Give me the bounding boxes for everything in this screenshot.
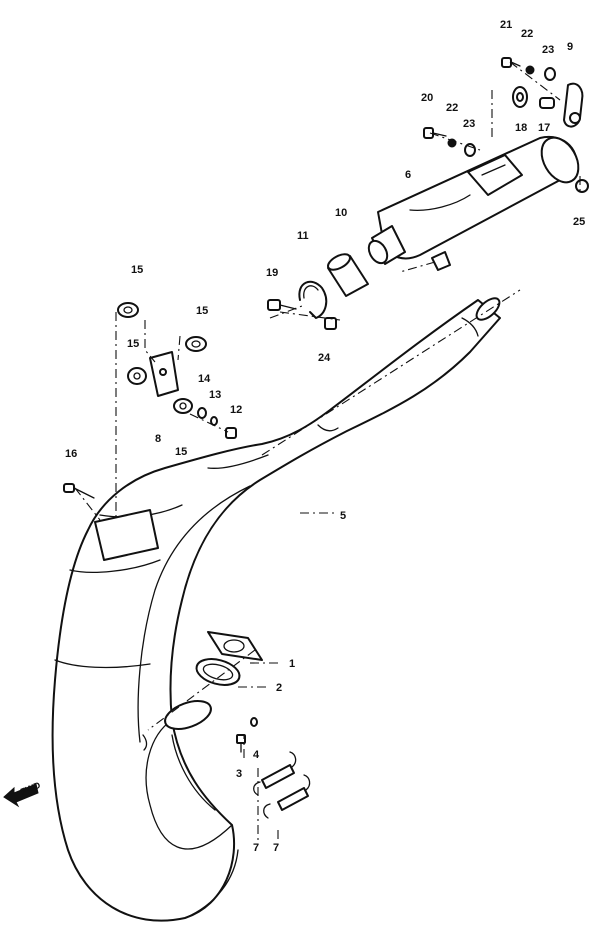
part-label-2: 2 (276, 682, 282, 694)
washer-4-drawing (250, 717, 258, 727)
part-label-22-b: 22 (446, 102, 458, 114)
part-label-13: 13 (209, 389, 221, 401)
part-label-15-a: 15 (131, 264, 143, 276)
o-ring-2-drawing (195, 658, 241, 686)
part-label-23-a: 23 (542, 44, 554, 56)
joint-pipe-drawing (327, 253, 369, 297)
washer-14-drawing (197, 407, 207, 419)
part-label-9: 9 (567, 41, 573, 53)
nut-12-drawing (225, 427, 237, 439)
spring-7-a-drawing (253, 751, 297, 796)
leader-lines (74, 61, 581, 840)
part-label-25: 25 (573, 216, 585, 228)
part-label-18: 18 (515, 122, 527, 134)
part-label-20: 20 (421, 92, 433, 104)
part-label-23-b: 23 (463, 118, 475, 130)
part-label-24: 24 (318, 352, 331, 364)
part-label-10: 10 (335, 207, 347, 219)
part-label-15-d: 15 (175, 446, 187, 458)
cushion-18-drawing (512, 86, 528, 108)
cushion-15-b-drawing (185, 336, 207, 352)
cushion-15-d-drawing (173, 398, 193, 414)
nut-25-drawing (575, 179, 589, 193)
spring-7-b-drawing (263, 774, 311, 819)
part-label-5: 5 (340, 510, 346, 522)
forward-arrow-icon (3, 783, 39, 808)
part-label-21: 21 (500, 19, 512, 31)
washer-23-top-drawing (544, 67, 556, 81)
part-label-8: 8 (155, 433, 161, 445)
part-labels: 1 2 3 4 5 6 7 7 8 9 10 11 12 13 14 15 15… (65, 19, 585, 854)
part-label-12: 12 (230, 404, 242, 416)
part-label-15-b: 15 (196, 305, 208, 317)
bolt-16-drawing (63, 483, 95, 499)
part-label-22-a: 22 (521, 28, 533, 40)
part-label-6: 6 (405, 169, 411, 181)
muffler-bracket-drawing (563, 82, 584, 128)
clamp-drawing (298, 280, 328, 319)
part-label-14: 14 (198, 373, 211, 385)
nut-24-drawing (324, 317, 337, 330)
part-label-11: 11 (297, 230, 309, 242)
part-label-1: 1 (289, 658, 295, 670)
spacer-drawing (539, 97, 555, 109)
part-label-15-c: 15 (127, 338, 139, 350)
part-label-7-a: 7 (253, 842, 259, 854)
mount-bracket-drawing (149, 351, 179, 397)
part-label-17: 17 (538, 122, 550, 134)
washer-22-top-drawing (525, 65, 535, 75)
bolt-3-drawing (236, 734, 246, 753)
muffler-drawing (367, 135, 580, 271)
exhaust-pipe-drawing (51, 297, 501, 922)
gasket-1-drawing (207, 631, 263, 661)
part-label-16: 16 (65, 448, 77, 460)
part-label-3: 3 (236, 768, 242, 780)
cushion-15-c-drawing (127, 367, 147, 385)
bolt-20-drawing (423, 127, 447, 139)
clamp-screw-drawing (267, 299, 297, 311)
part-label-19: 19 (266, 267, 278, 279)
forward-marker: FWD (3, 780, 42, 808)
part-label-7-b: 7 (273, 842, 279, 854)
part-label-4: 4 (253, 749, 260, 761)
cushion-15-a-drawing (117, 302, 139, 318)
